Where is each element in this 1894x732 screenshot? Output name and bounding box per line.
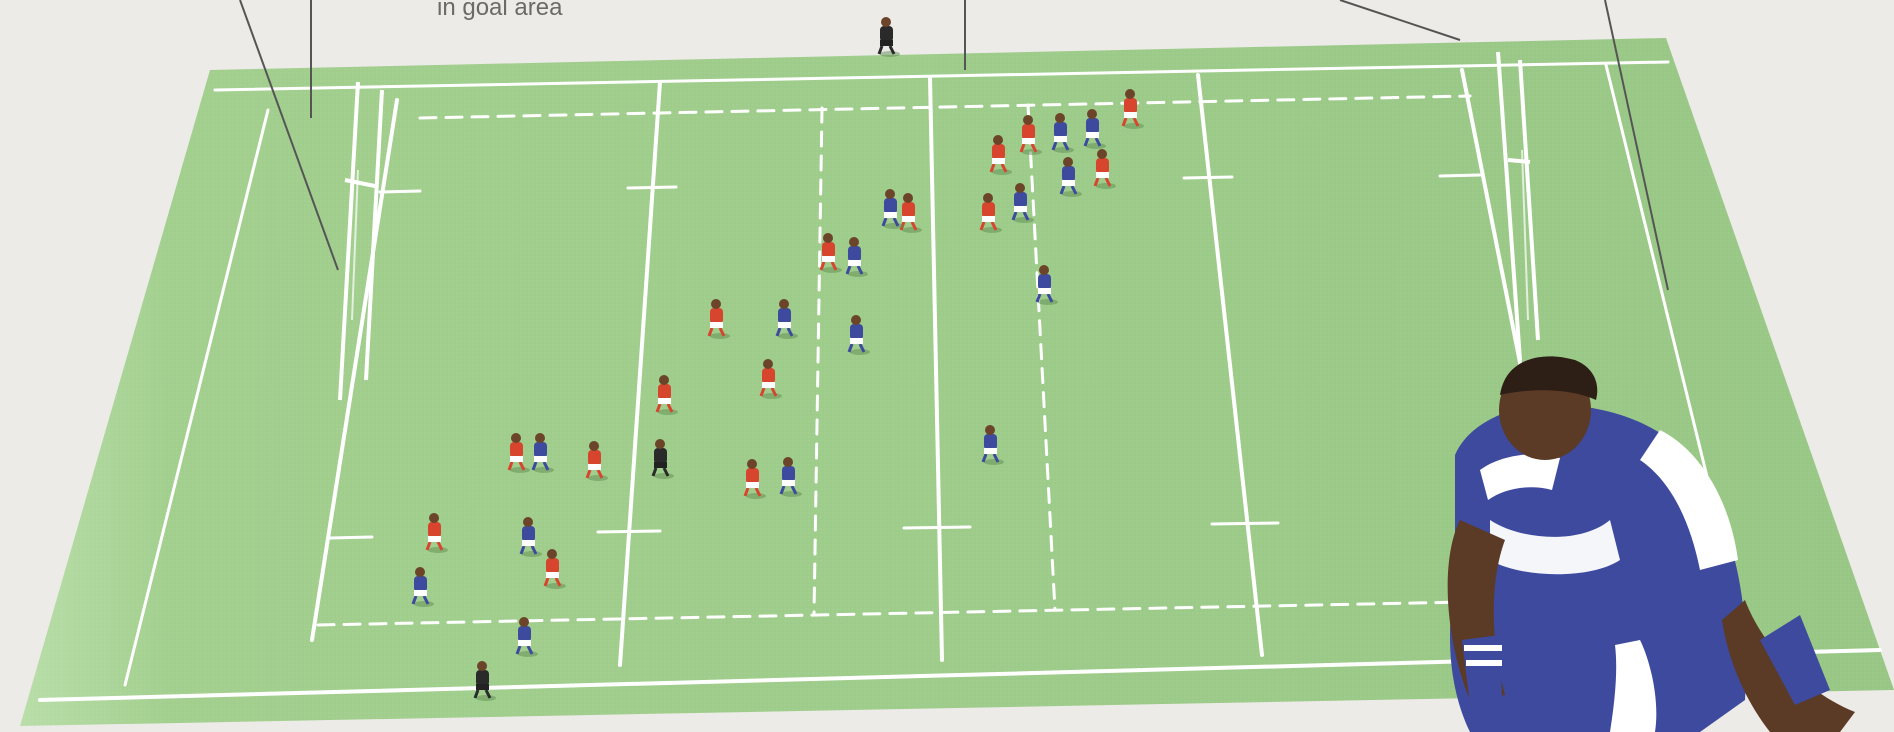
referee-figure bbox=[879, 17, 900, 57]
